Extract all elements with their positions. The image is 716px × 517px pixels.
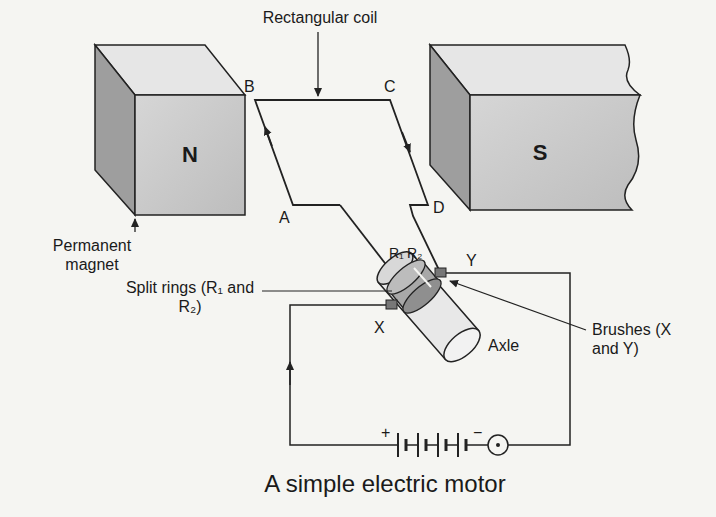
battery-symbol [465,439,468,451]
rectangular-coil [255,100,440,272]
corner-letter: B [244,77,255,96]
south-magnet [470,95,640,210]
figure-caption: A simple electric motor [264,470,505,498]
part-label: Axle [488,336,519,355]
split-rings [398,273,446,318]
brush-letter: Y [466,251,477,270]
battery-symbol [426,444,438,446]
key-symbol [488,435,508,455]
split-rings [382,254,446,318]
part-label: Split rings (R₁ and R₂) [125,278,255,316]
corner-letter: A [279,208,290,227]
circuit-wire [290,273,570,445]
battery-symbol [417,433,419,457]
corner-letter: C [384,77,396,96]
rectangular-coil [255,100,440,280]
pole-letter: S [533,140,548,166]
ring-label: R₁ [389,245,404,261]
magnet-pointer [134,219,135,232]
split-ring-leader [262,290,392,291]
rectangular-coil [402,132,410,152]
split-rings [414,268,431,287]
coil-pointer [317,32,318,96]
battery-symbol [398,433,466,457]
terminal-sign: + [381,423,390,442]
axle [372,246,486,368]
terminal-sign: − [473,423,482,442]
brush-y [435,268,446,277]
north-magnet [95,45,135,215]
key-symbol [496,443,500,447]
rectangular-coil [265,127,272,146]
battery-symbol [446,444,458,446]
magnet-pole: N [135,95,245,215]
ring-label: R₂ [407,245,423,261]
brush-letter: X [374,318,385,337]
part-label: Permanent magnet [36,236,148,274]
battery-symbol [437,433,439,457]
north-magnet [135,95,245,215]
battery-symbol [397,433,399,457]
pole-letter: N [182,142,198,168]
part-label: Rectangular coil [245,8,395,27]
current-arrow [289,362,291,385]
battery-symbol [457,433,459,457]
circuit-wire [466,444,488,446]
brush-x [386,300,397,309]
battery-symbol [406,444,418,446]
key-symbol [488,435,508,455]
magnet-pole: S [470,95,610,210]
circuit-wire [446,273,570,445]
north-magnet [95,45,245,215]
axle [438,322,486,367]
part-label: Brushes (X and Y) [592,320,692,358]
brush-leader [450,281,586,330]
south-magnet [430,45,470,210]
south-magnet [430,45,640,210]
corner-letter: D [433,198,445,217]
circuit-wire [290,305,398,445]
